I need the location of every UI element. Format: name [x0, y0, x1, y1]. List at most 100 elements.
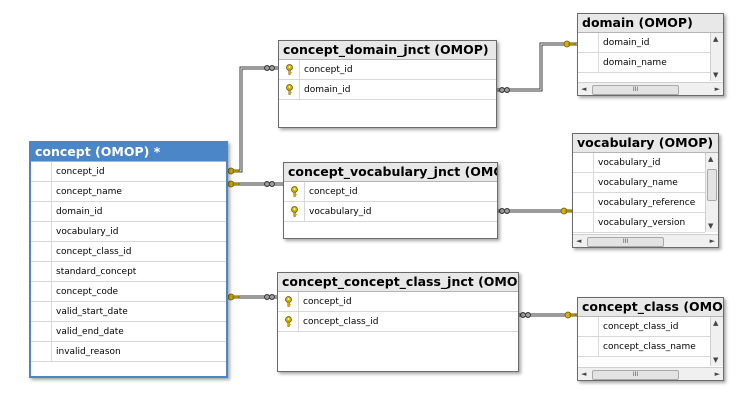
- row-selector[interactable]: [578, 317, 599, 336]
- column-row[interactable]: domain_id: [279, 80, 496, 100]
- column-row[interactable]: valid_end_date: [31, 322, 226, 342]
- scroll-left-icon[interactable]: ◄: [576, 237, 582, 245]
- column-row[interactable]: concept_class_name: [578, 337, 710, 357]
- rel-domain-jnct-domain: [497, 42, 579, 90]
- table-title[interactable]: vocabulary (OMOP) *: [573, 134, 718, 153]
- row-selector[interactable]: [284, 182, 305, 201]
- column-row[interactable]: vocabulary_id: [31, 222, 226, 242]
- column-name: invalid_reason: [56, 346, 121, 357]
- column-name: vocabulary_reference: [598, 197, 696, 208]
- row-selector[interactable]: [278, 312, 299, 331]
- scroll-up-icon[interactable]: ▲: [713, 319, 719, 327]
- column-row[interactable]: concept_name: [31, 182, 226, 202]
- row-selector[interactable]: [278, 292, 299, 311]
- row-selector[interactable]: [31, 242, 52, 261]
- column-row[interactable]: vocabulary_reference: [573, 193, 705, 213]
- vertical-scrollbar[interactable]: ▲ ▼: [710, 33, 723, 81]
- column-name: domain_id: [304, 84, 351, 95]
- column-row[interactable]: concept_class_id: [578, 317, 710, 337]
- row-selector[interactable]: [573, 213, 594, 232]
- table-title[interactable]: concept_class (OMOP): [578, 298, 723, 317]
- concept-concept-class-jnct-table[interactable]: concept_concept_class_jnct (OMOP) * conc…: [277, 272, 519, 372]
- column-name: domain_id: [603, 37, 650, 48]
- row-selector[interactable]: [573, 153, 594, 172]
- column-row[interactable]: concept_code: [31, 282, 226, 302]
- scroll-thumb[interactable]: III: [587, 237, 664, 247]
- column-name: concept_class_id: [603, 321, 679, 332]
- column-name: concept_class_id: [303, 316, 379, 327]
- many-end-markers: [264, 65, 531, 318]
- column-row[interactable]: standard_concept: [31, 262, 226, 282]
- row-selector[interactable]: [573, 193, 594, 212]
- column-name: valid_end_date: [56, 326, 124, 337]
- column-row[interactable]: concept_id: [284, 182, 497, 202]
- scroll-down-icon[interactable]: ▼: [708, 222, 714, 230]
- concept-vocabulary-jnct-table[interactable]: concept_vocabulary_jnct (OMOP) * concept…: [283, 162, 498, 239]
- row-selector[interactable]: [578, 53, 599, 72]
- horizontal-scrollbar[interactable]: ◄ III ►: [573, 234, 718, 247]
- column-row[interactable]: concept_class_id: [31, 242, 226, 262]
- scroll-right-icon[interactable]: ►: [714, 85, 720, 93]
- scroll-down-icon[interactable]: ▼: [713, 71, 719, 79]
- row-selector[interactable]: [31, 302, 52, 321]
- column-name: vocabulary_name: [598, 177, 678, 188]
- table-title[interactable]: concept_domain_jnct (OMOP): [279, 41, 496, 60]
- scroll-right-icon[interactable]: ►: [709, 237, 715, 245]
- column-row[interactable]: concept_id: [31, 162, 226, 182]
- scroll-down-icon[interactable]: ▼: [713, 356, 719, 364]
- table-title[interactable]: concept (OMOP) *: [31, 143, 226, 162]
- column-row[interactable]: domain_id: [578, 33, 710, 53]
- row-selector[interactable]: [573, 173, 594, 192]
- row-selector[interactable]: [578, 337, 599, 356]
- row-selector[interactable]: [31, 182, 52, 201]
- row-selector[interactable]: [31, 162, 52, 181]
- row-selector[interactable]: [31, 322, 52, 341]
- column-name: vocabulary_id: [598, 157, 661, 168]
- column-row[interactable]: vocabulary_version: [573, 213, 705, 233]
- column-row[interactable]: concept_id: [278, 292, 518, 312]
- row-selector[interactable]: [31, 282, 52, 301]
- scroll-up-icon[interactable]: ▲: [713, 35, 719, 43]
- column-row[interactable]: domain_name: [578, 53, 710, 73]
- row-selector[interactable]: [578, 33, 599, 52]
- column-row[interactable]: vocabulary_id: [284, 202, 497, 222]
- scroll-thumb[interactable]: [707, 169, 717, 201]
- column-row[interactable]: invalid_reason: [31, 342, 226, 362]
- domain-table[interactable]: domain (OMOP) domain_id domain_name ▲ ▼ ◄…: [577, 13, 724, 96]
- row-selector[interactable]: [31, 342, 52, 361]
- column-name: concept_class_id: [56, 246, 132, 257]
- row-selector[interactable]: [31, 222, 52, 241]
- column-name: concept_name: [56, 186, 122, 197]
- scroll-left-icon[interactable]: ◄: [581, 85, 587, 93]
- column-row[interactable]: domain_id: [31, 202, 226, 222]
- row-selector[interactable]: [31, 262, 52, 281]
- scroll-thumb[interactable]: III: [592, 370, 679, 380]
- scroll-up-icon[interactable]: ▲: [708, 155, 714, 163]
- scroll-thumb[interactable]: III: [592, 85, 679, 95]
- table-title[interactable]: concept_vocabulary_jnct (OMOP) *: [284, 163, 497, 182]
- horizontal-scrollbar[interactable]: ◄ III ►: [578, 367, 723, 380]
- row-selector[interactable]: [279, 80, 300, 99]
- column-name: concept_class_name: [603, 341, 696, 352]
- column-row[interactable]: concept_class_id: [278, 312, 518, 332]
- scroll-left-icon[interactable]: ◄: [581, 370, 587, 378]
- scroll-right-icon[interactable]: ►: [714, 370, 720, 378]
- table-title[interactable]: concept_concept_class_jnct (OMOP) *: [278, 273, 518, 292]
- column-row[interactable]: concept_id: [279, 60, 496, 80]
- vertical-scrollbar[interactable]: ▲ ▼: [705, 153, 718, 232]
- row-selector[interactable]: [284, 202, 305, 221]
- row-selector[interactable]: [31, 202, 52, 221]
- column-row[interactable]: vocabulary_id: [573, 153, 705, 173]
- column-row[interactable]: vocabulary_name: [573, 173, 705, 193]
- column-name: vocabulary_id: [56, 226, 119, 237]
- table-title[interactable]: domain (OMOP): [578, 14, 723, 33]
- column-row[interactable]: valid_start_date: [31, 302, 226, 322]
- vertical-scrollbar[interactable]: ▲ ▼: [710, 317, 723, 366]
- rel-concept-domain-jnct: [226, 66, 280, 171]
- horizontal-scrollbar[interactable]: ◄ III ►: [578, 82, 723, 95]
- row-selector[interactable]: [279, 60, 300, 79]
